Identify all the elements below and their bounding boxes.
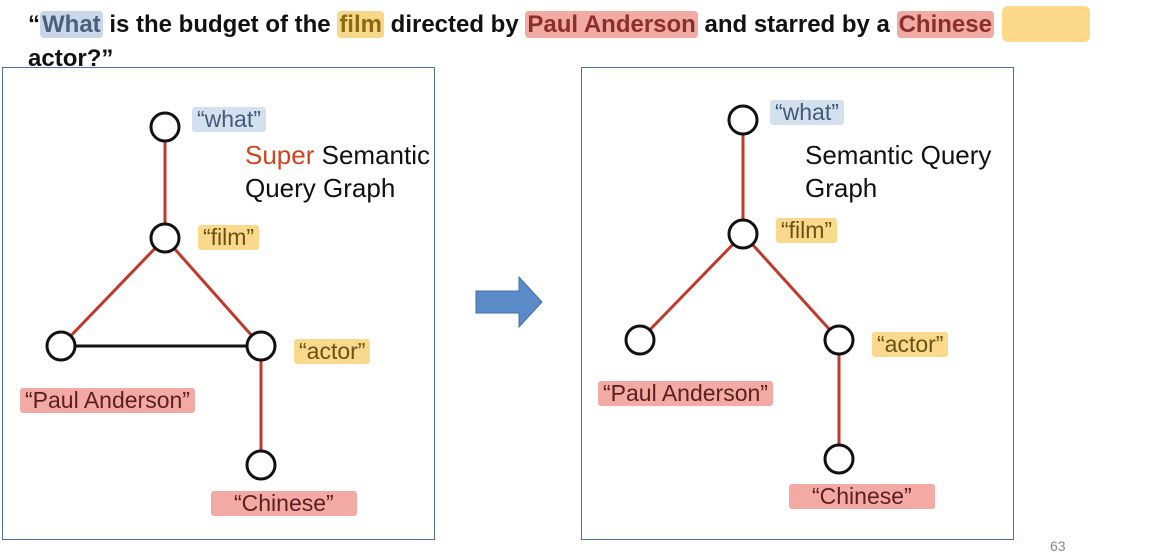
node-paul-anderson <box>45 330 77 362</box>
label-film: “film” <box>198 225 260 250</box>
label-what: “what” <box>192 107 266 132</box>
edge-film-paul <box>638 232 745 342</box>
node-what <box>727 104 759 136</box>
node-what <box>149 111 181 143</box>
label-paul-anderson: “Paul Anderson” <box>598 381 773 406</box>
label-actor: “actor” <box>872 332 949 357</box>
label-actor: “actor” <box>294 339 371 364</box>
node-film <box>727 218 759 250</box>
node-actor <box>245 330 277 362</box>
page-number: 63 <box>1050 538 1066 554</box>
node-film <box>149 222 181 254</box>
label-what: “what” <box>770 100 844 125</box>
edge-film-actor <box>163 237 263 347</box>
highlight-empty <box>1001 6 1090 42</box>
label-chinese: “Chinese” <box>789 484 935 509</box>
node-paul-anderson <box>624 324 656 356</box>
label-paul-anderson: “Paul Anderson” <box>20 388 195 413</box>
question-text: “What is the budget of the film directed… <box>28 6 1138 76</box>
label-film: “film” <box>776 218 838 243</box>
edge-film-actor <box>741 232 841 342</box>
edge-film-paul <box>59 236 167 348</box>
right-arrow-icon <box>475 275 543 329</box>
semantic-query-graph-panel <box>581 67 1014 540</box>
label-chinese: “Chinese” <box>211 491 357 516</box>
highlight-film: film <box>337 11 384 38</box>
node-actor <box>823 324 855 356</box>
highlight-what: What <box>40 11 103 38</box>
highlight-chinese: Chinese <box>896 11 994 38</box>
node-chinese <box>245 449 277 481</box>
node-chinese <box>823 443 855 475</box>
super-semantic-query-graph-panel <box>2 67 435 540</box>
highlight-paul-anderson: Paul Anderson <box>525 11 698 38</box>
